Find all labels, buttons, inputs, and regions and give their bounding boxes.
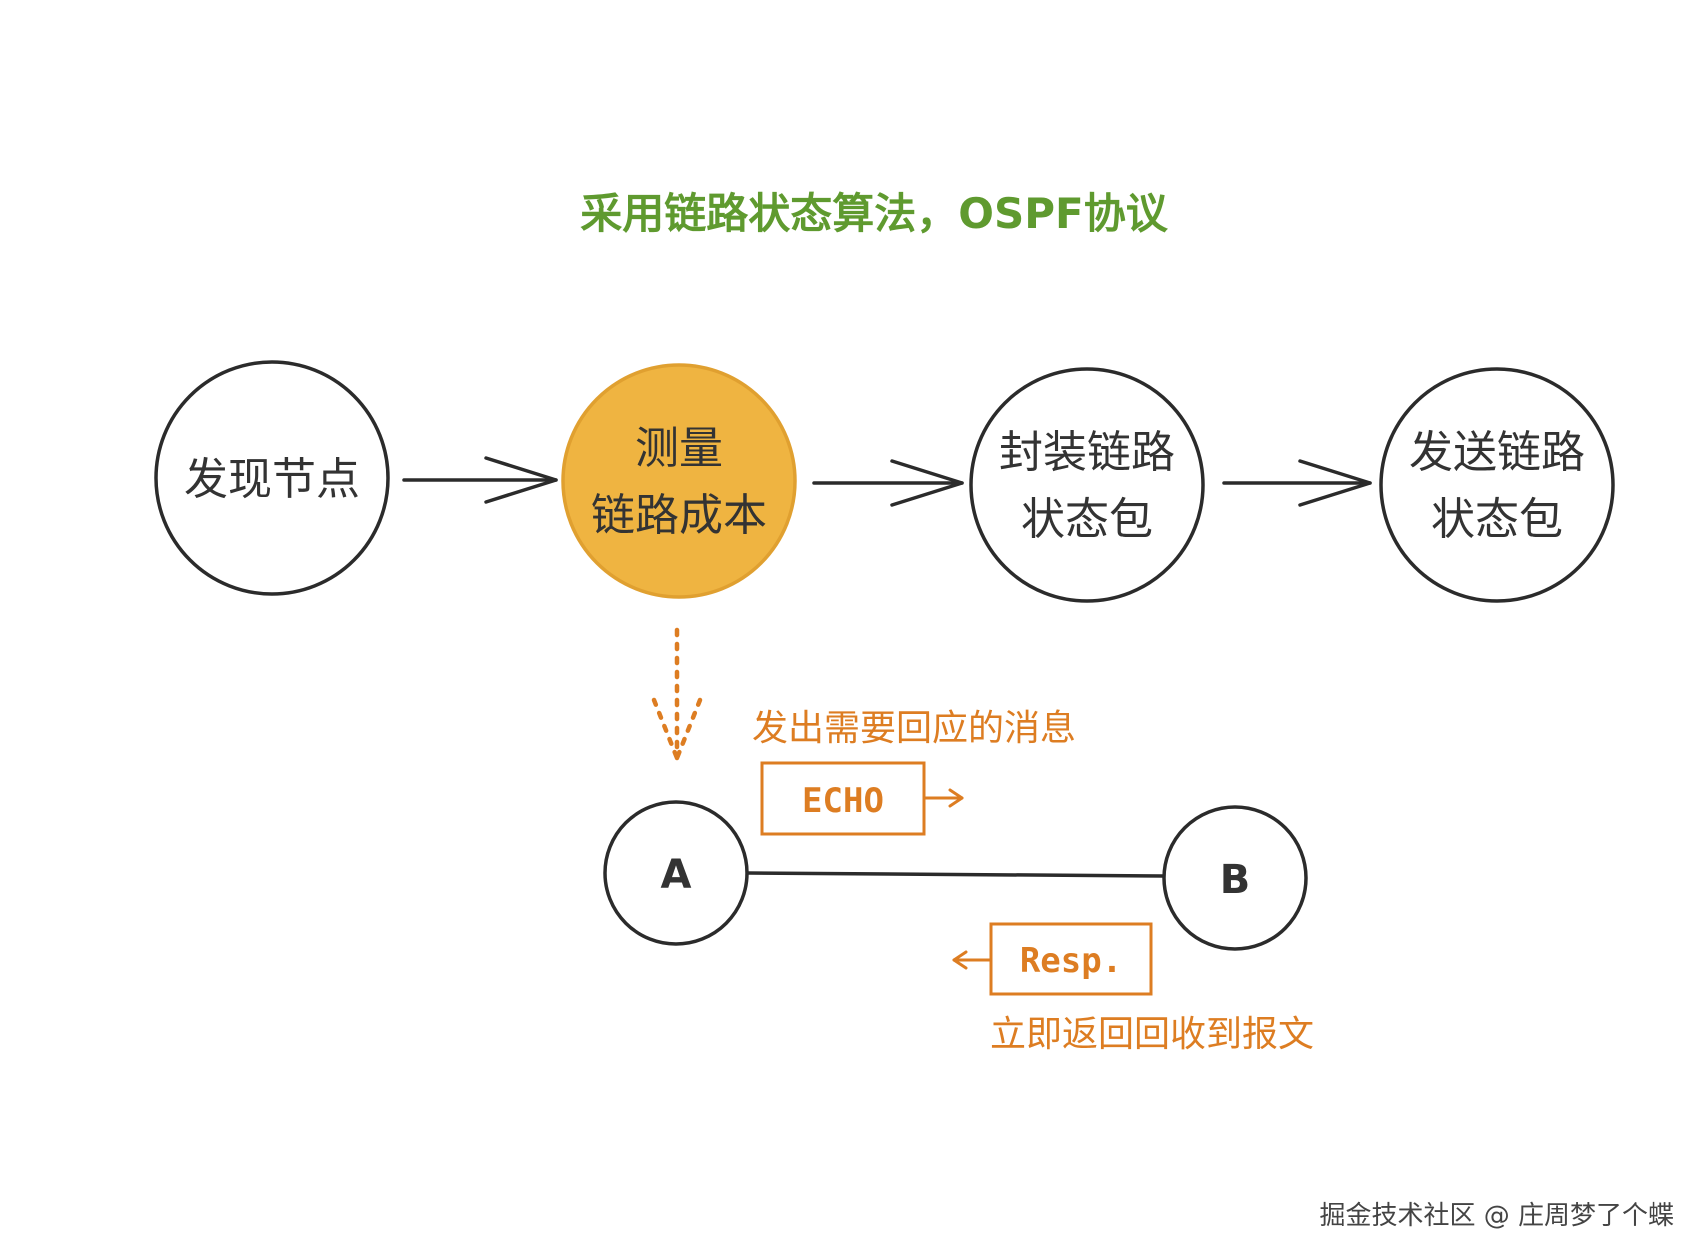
link-a-b bbox=[746, 871, 1166, 878]
node-b-label: B bbox=[1220, 857, 1251, 903]
node-measure-label-line2: 链路成本 bbox=[591, 490, 767, 541]
diagram-title: 采用链路状态算法，OSPF协议 bbox=[580, 189, 1168, 238]
dotted-down-arrow bbox=[651, 627, 703, 761]
resp-arrow-icon bbox=[952, 950, 993, 970]
node-encapsulate: 封装链路 状态包 bbox=[969, 367, 1205, 603]
node-a: A bbox=[603, 800, 749, 946]
flow-arrow-1 bbox=[402, 456, 558, 504]
resp-label: Resp. bbox=[1020, 941, 1122, 981]
node-b: B bbox=[1162, 805, 1308, 951]
node-discover-label: 发现节点 bbox=[184, 454, 360, 505]
echo-caption: 发出需要回应的消息 bbox=[752, 708, 1076, 749]
echo-label: ECHO bbox=[802, 781, 884, 821]
node-send: 发送链路 状态包 bbox=[1379, 367, 1615, 603]
node-send-label-line2: 状态包 bbox=[1431, 494, 1563, 545]
node-a-label: A bbox=[661, 852, 692, 898]
node-encapsulate-label-line2: 状态包 bbox=[1021, 494, 1153, 545]
watermark: 掘金技术社区 @ 庄周梦了个蝶 bbox=[1319, 1201, 1674, 1231]
flow-arrow-3 bbox=[1222, 459, 1372, 507]
resp-caption: 立即返回回收到报文 bbox=[990, 1014, 1314, 1055]
resp-packet: Resp. bbox=[952, 922, 1153, 996]
flow-arrow-2 bbox=[812, 459, 964, 507]
echo-packet: ECHO bbox=[760, 761, 964, 836]
echo-arrow-icon bbox=[922, 788, 964, 808]
node-measure-label-line1: 测量 bbox=[635, 423, 723, 474]
node-send-label-line1: 发送链路 bbox=[1409, 427, 1585, 478]
node-discover: 发现节点 bbox=[154, 360, 390, 596]
node-encapsulate-label-line1: 封装链路 bbox=[999, 427, 1175, 478]
node-measure: 测量 链路成本 bbox=[561, 363, 797, 599]
